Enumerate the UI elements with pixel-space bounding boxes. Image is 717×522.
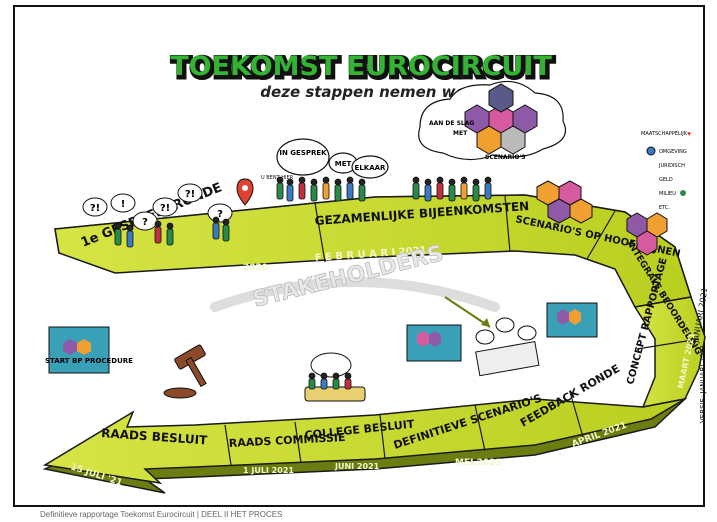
report-book-start [48, 326, 110, 374]
svg-text:?: ? [142, 217, 148, 228]
gavel-icon [163, 344, 207, 399]
svg-text:!: ! [121, 199, 126, 210]
people-group-college [304, 352, 366, 402]
people-group-scenario [412, 176, 492, 202]
cloud-met: MET [453, 130, 468, 137]
criteria-list: MAATSCHAPPELIJK ♥ OMGEVING JURIDISCH GEL… [641, 131, 691, 211]
svg-text:ETC.: ETC. [659, 205, 670, 211]
stage-commissie: RAADS COMMISSIE [228, 431, 345, 450]
process-infographic: TOEKOMST EUROCIRCUIT TOEKOMST EUROCIRCUI… [42, 51, 707, 494]
date-juli1: 1 JULI 2021 [243, 466, 294, 475]
version-label: VERSIE: JANUARI 2021 [699, 345, 707, 423]
title-shadow: TOEKOMST EUROCIRCUIT [172, 53, 554, 84]
poster-frame: TOEKOMST EUROCIRCUIT TOEKOMST EUROCIRCUI… [13, 5, 707, 507]
scenario-thought-cloud [418, 80, 567, 161]
bubble-elkaar: ELKAAR [355, 164, 387, 172]
svg-text:MAATSCHAPPELIJK: MAATSCHAPPELIJK [641, 131, 688, 137]
svg-text:♥: ♥ [687, 131, 691, 138]
svg-text:?!: ?! [160, 203, 170, 214]
svg-text:?!: ?! [185, 189, 195, 200]
bubble-in-gesprek: IN GESPREK [279, 149, 327, 157]
date-mei: MEI 2021 [455, 458, 502, 468]
footer-caption: Definitieve rapportage Toekomst Eurocirc… [40, 510, 283, 519]
open-book-feedback [475, 317, 540, 377]
people-group-center [276, 176, 366, 202]
cloud-aan-de-slag: AAN DE SLAG [429, 120, 474, 127]
svg-text:?: ? [217, 209, 223, 220]
svg-text:MILIEU: MILIEU [659, 191, 676, 197]
title: TOEKOMST EUROCIRCUIT [170, 51, 552, 82]
svg-text:OMGEVING: OMGEVING [659, 149, 687, 155]
report-book-concept [546, 302, 598, 338]
subtitle: deze stappen nemen we [260, 83, 465, 101]
report-book-definitieve [406, 324, 462, 362]
location-pin-icon [236, 178, 254, 206]
lower-path-top [42, 398, 686, 485]
svg-text:GELD: GELD [659, 177, 673, 183]
hexagon-stack-hoofdlijnen [536, 180, 593, 224]
svg-text:JURIDISCH: JURIDISCH [658, 163, 685, 169]
hexagon-stack-beoordeling [626, 212, 668, 256]
date-2020: 2020 [243, 263, 268, 273]
cloud-scenarios: SCENARIO'S [485, 154, 526, 161]
bubble-met: MET [335, 160, 352, 168]
speech-bubbles-center [276, 138, 389, 179]
people-group-left: ?! ! ? ?! ?! ? [82, 183, 233, 248]
svg-text:?!: ?! [90, 203, 100, 214]
stakeholders-arc [210, 277, 500, 312]
start-bp-label: START BP PROCEDURE [45, 357, 133, 365]
date-juni: JUNI 2021 [334, 462, 380, 471]
